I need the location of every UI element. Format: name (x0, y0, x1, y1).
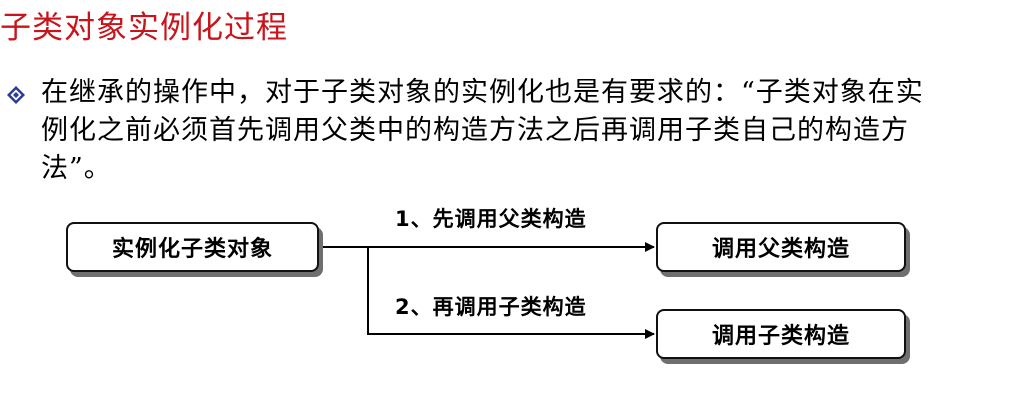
bullet-line: 在继承的操作中，对于子类对象的实例化也是有要求的：“子类对象在实 (41, 77, 924, 108)
parent-constructor-node: 调用父类构造 (656, 222, 906, 272)
step1-label: 1、先调用父类构造 (395, 207, 587, 231)
bullet-paragraph: 在继承的操作中，对于子类对象的实例化也是有要求的：“子类对象在实 例化之前必须首… (41, 74, 981, 188)
source-node: 实例化子类对象 (66, 222, 319, 272)
page-title: 子类对象实例化过程 (0, 10, 288, 46)
diamond-bullet-icon (7, 86, 25, 104)
child-constructor-node: 调用子类构造 (656, 309, 906, 359)
bullet-line: 法”。 (41, 153, 112, 184)
bullet-line: 例化之前必须首先调用父类中的构造方法之后再调用子类自己的构造方 (41, 115, 909, 146)
step2-label: 2、再调用子类构造 (395, 295, 587, 319)
